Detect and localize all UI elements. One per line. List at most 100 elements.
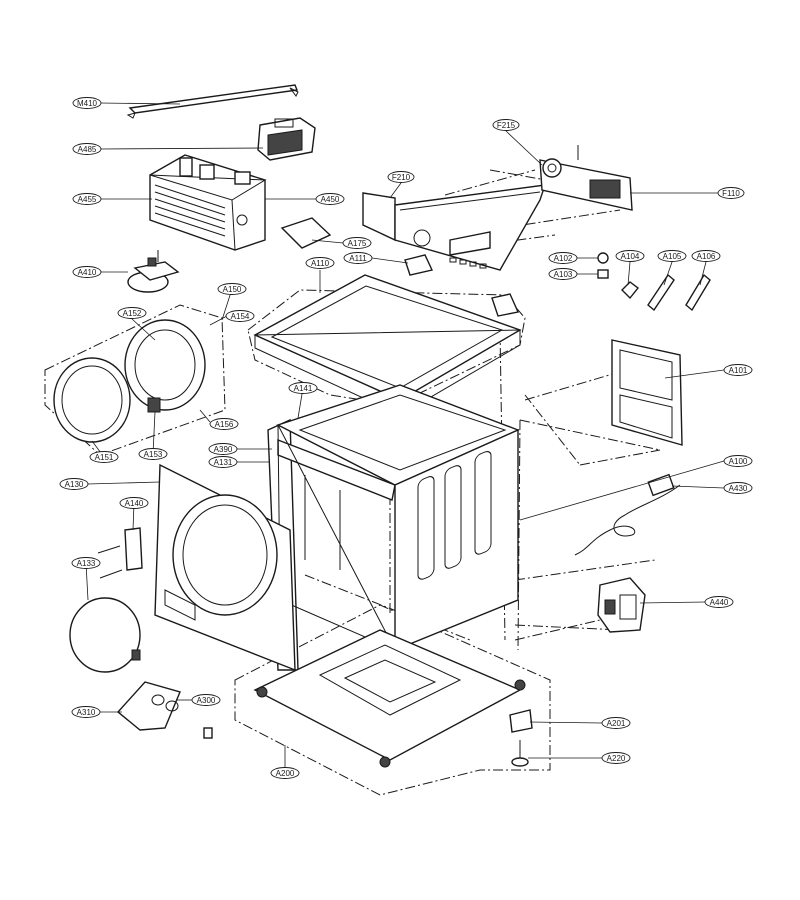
part-a201-bracket — [509, 709, 533, 733]
label-a154: A154 — [231, 312, 250, 321]
callout-a100: A100 — [723, 455, 753, 467]
part-a200-base — [253, 629, 526, 768]
label-a450: A450 — [321, 195, 340, 204]
part-a440-controller — [597, 577, 646, 633]
part-m410-bracket — [126, 84, 299, 119]
part-a110-top-plate — [253, 274, 522, 416]
part-a175-sheet — [280, 217, 332, 249]
callout-a150: A150 — [217, 283, 247, 295]
callout-a111: A111 — [343, 252, 373, 264]
label-a100: A100 — [729, 457, 748, 466]
callout-a140: A140 — [119, 497, 149, 509]
label-a152: A152 — [123, 309, 142, 318]
part-f110-pcb — [539, 145, 633, 211]
label-f110: F110 — [722, 189, 740, 198]
label-a105: A105 — [663, 252, 682, 261]
callout-a310: A310 — [71, 706, 101, 718]
label-a151: A151 — [95, 453, 114, 462]
leader-lines — [85, 102, 725, 773]
part-a133-clamp-ring — [69, 597, 141, 673]
part-a111-hinge — [404, 254, 519, 317]
label-a200: A200 — [276, 769, 295, 778]
part-a485-module — [257, 117, 316, 161]
callout-a455: A455 — [72, 193, 102, 205]
callout-a156: A156 — [209, 418, 239, 430]
callout-a390: A390 — [208, 443, 238, 455]
label-a485: A485 — [78, 145, 97, 154]
label-a310: A310 — [77, 708, 96, 717]
label-a201: A201 — [607, 719, 626, 728]
label-a430: A430 — [729, 484, 748, 493]
callout-m410: M410 — [72, 97, 102, 109]
part-a104-a106-rods — [621, 273, 711, 312]
callout-a220: A220 — [601, 752, 631, 764]
label-a141: A141 — [294, 384, 313, 393]
label-a106: A106 — [697, 252, 716, 261]
callout-a133: A133 — [71, 557, 101, 569]
part-a101-rear-panel — [611, 339, 683, 446]
label-a111: A111 — [349, 254, 367, 263]
label-a131: A131 — [214, 458, 233, 467]
label-a103: A103 — [554, 270, 573, 279]
callout-a450: A450 — [315, 193, 345, 205]
part-a310-a300-tray — [116, 681, 213, 739]
label-f210: F210 — [392, 173, 411, 182]
label-a220: A220 — [607, 754, 626, 763]
callout-a131: A131 — [208, 456, 238, 468]
callout-a130: A130 — [59, 478, 89, 490]
part-a430-power-cord — [574, 473, 681, 556]
callout-f210: F210 — [387, 171, 415, 183]
callout-a151: A151 — [89, 451, 119, 463]
callout-a175: A175 — [342, 237, 372, 249]
label-a102: A102 — [554, 254, 573, 263]
label-a101: A101 — [729, 366, 748, 375]
label-a140: A140 — [125, 499, 144, 508]
part-a410-pump — [127, 250, 180, 293]
part-a102-a103-valves — [597, 252, 609, 279]
part-a152-door-gasket — [124, 319, 206, 413]
callout-a201: A201 — [601, 717, 631, 729]
label-a133: A133 — [77, 559, 96, 568]
callout-a103: A103 — [548, 268, 578, 280]
callout-a104: A104 — [615, 250, 645, 262]
callout-f110: F110 — [717, 187, 745, 199]
label-a300: A300 — [197, 696, 216, 705]
callout-a153: A153 — [138, 448, 168, 460]
part-a455-a450-pcb — [149, 154, 267, 251]
label-a156: A156 — [215, 420, 234, 429]
callout-a200: A200 — [270, 767, 300, 779]
callout-a300: A300 — [191, 694, 221, 706]
callout-a105: A105 — [657, 250, 687, 262]
label-f215: F215 — [497, 121, 516, 130]
callout-a110: A110 — [305, 257, 335, 269]
callout-a154: A154 — [225, 310, 255, 322]
callout-a440: A440 — [704, 596, 734, 608]
label-a390: A390 — [214, 445, 233, 454]
callout-a410: A410 — [72, 266, 102, 278]
callout-a101: A101 — [723, 364, 753, 376]
callout-a141: A141 — [288, 382, 318, 394]
label-a440: A440 — [710, 598, 729, 607]
label-a110: A110 — [311, 259, 330, 268]
callout-a430: A430 — [723, 482, 753, 494]
callout-a102: A102 — [548, 252, 578, 264]
callout-a152: A152 — [117, 307, 147, 319]
part-a220-leveling-foot — [511, 740, 529, 767]
callout-a106: A106 — [691, 250, 721, 262]
callout-f215: F215 — [492, 119, 520, 131]
part-a130-front-panel — [154, 463, 296, 672]
part-f210-control-panel — [362, 184, 547, 271]
label-a455: A455 — [78, 195, 97, 204]
part-a151-door-ring — [53, 357, 131, 443]
label-a175: A175 — [348, 239, 367, 248]
label-m410: M410 — [77, 99, 98, 108]
label-a104: A104 — [621, 252, 640, 261]
part-a140-latch — [97, 527, 143, 579]
part-a100-cabinet — [276, 384, 520, 652]
label-a153: A153 — [144, 450, 163, 459]
callout-a485: A485 — [72, 143, 102, 155]
label-a150: A150 — [223, 285, 242, 294]
label-a410: A410 — [78, 268, 97, 277]
label-a130: A130 — [65, 480, 84, 489]
